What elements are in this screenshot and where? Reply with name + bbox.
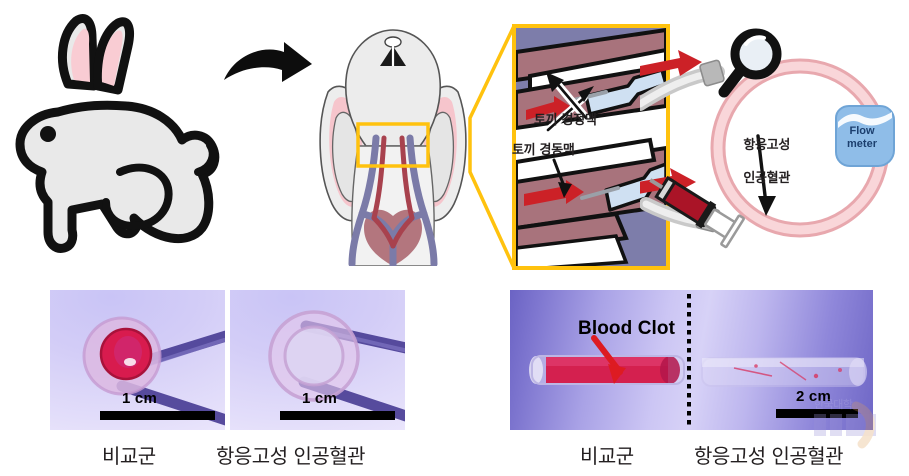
photo-blood-clot-comparison: Blood Clot 2 cm — [510, 290, 873, 430]
rabbit-illustration — [15, 14, 220, 253]
panel-divider — [687, 294, 691, 428]
graft-label-line1: 항응고성 — [743, 138, 790, 154]
scalebar-anticoagulant — [280, 411, 395, 420]
blood-filled-syringe-icon — [649, 175, 745, 249]
photo-anticoagulant-vessel: 1 cm — [230, 290, 405, 430]
caption-anticoagulant-left: 항응고성 인공혈관 — [216, 444, 366, 468]
top-schematic-row: 토끼 경정맥 토끼 경동맥 — [15, 14, 895, 270]
transition-arrow-icon — [224, 42, 312, 82]
flow-meter-label: Flow meter — [834, 125, 890, 151]
caption-anticoagulant-right: 항응고성 인공혈관 — [694, 444, 844, 468]
flow-meter-badge — [835, 105, 895, 167]
label-jugular-vein: 토끼 경정맥 — [534, 113, 597, 128]
label-carotid-artery: 토끼 경동맥 — [512, 143, 575, 158]
bottom-photo-row: 1 cm 1 cm 비교군 항응고성 인공혈관 — [0, 282, 909, 476]
caption-control-left: 비교군 — [102, 444, 156, 468]
control-vessel-content — [82, 316, 225, 426]
caption-control-right: 비교군 — [580, 444, 634, 468]
graft-label-line2: 인공혈관 — [743, 170, 790, 186]
scalebar-label-control: 1 cm — [122, 390, 157, 407]
tube-comparison-content — [529, 335, 867, 387]
photo-control-vessel: 1 cm — [50, 290, 225, 430]
scalebar-right — [776, 409, 858, 418]
scalebar-label-right: 2 cm — [796, 388, 831, 405]
rabbit-head-anatomy-diagram — [319, 29, 467, 266]
scalebar-control — [100, 411, 215, 420]
carotid-artery-leader-arrow — [552, 158, 572, 198]
magnifying-glass-icon — [718, 28, 782, 98]
anticoagulant-vessel-content — [268, 310, 405, 422]
blood-clot-annotation: Blood Clot — [578, 318, 676, 339]
jugular-vein-leader-arrow — [546, 72, 590, 122]
scalebar-label-anticoagulant: 1 cm — [302, 390, 337, 407]
label-anticoagulant-graft: 항응고성 인공혈관 — [718, 122, 790, 203]
flow-meter-line2: meter — [847, 138, 877, 151]
extracorporeal-circuit-diagram — [640, 28, 895, 249]
flow-meter-line1: Flow — [849, 125, 875, 137]
